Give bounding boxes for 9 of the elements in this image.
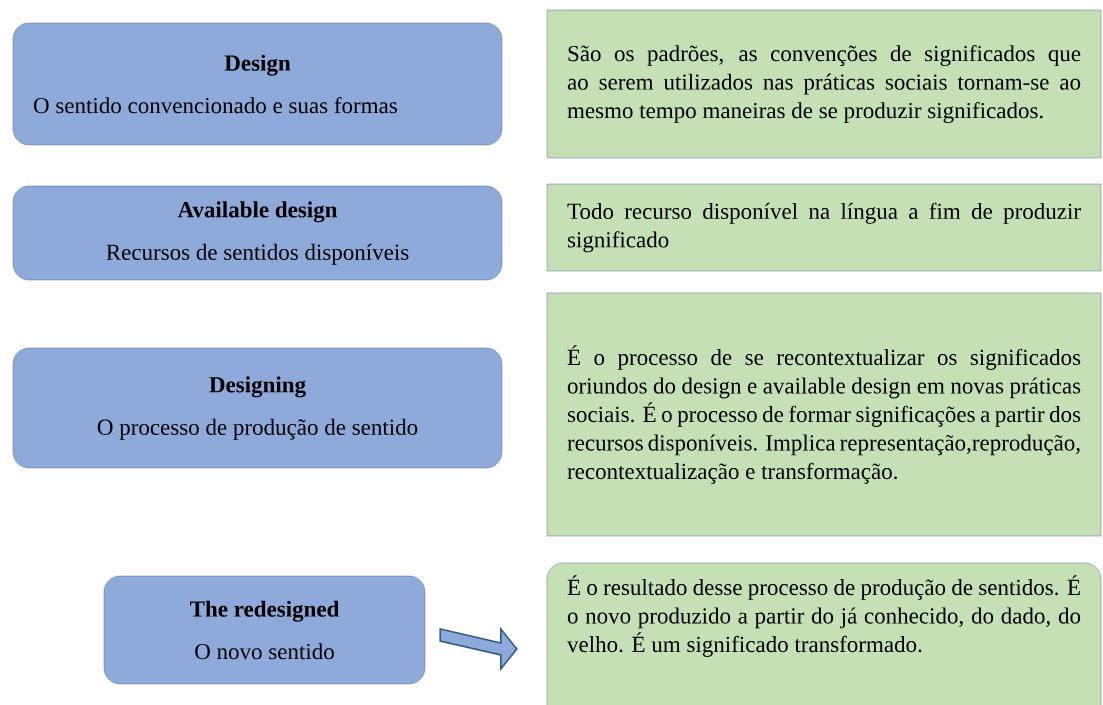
block-arrow [439,626,518,672]
term-box: Designing O processo de produção de sentido [12,347,503,469]
term-box: The redesigned O novo sentido [103,575,426,685]
description-box: É o resultado desse processo de produção de sentidos. É o novo produzido a partir do já conhecido, do dado, do velho. É um significado transformado. [546,562,1102,705]
term-box: Available design Recursos de sentidos disponíveis [12,185,503,281]
description-box: São os padrões, as convenções de significados que ao serem utilizados nas práticas sociais tornam-se ao mesmo tempo maneiras de se produzir significados. [546,9,1102,159]
description-box: Todo recurso disponível na língua a fim de produzir significado [546,183,1102,272]
description-box: É o processo de se recontextualizar os significados oriundos do design e available design em novas práticas sociais. É o processo de formar significações a partir dos recursos disponíveis. Implica representação,reprodução, recontextualização e transformação. [546,292,1102,537]
term-box: Design O sentido convencionado e suas formas [12,22,503,146]
